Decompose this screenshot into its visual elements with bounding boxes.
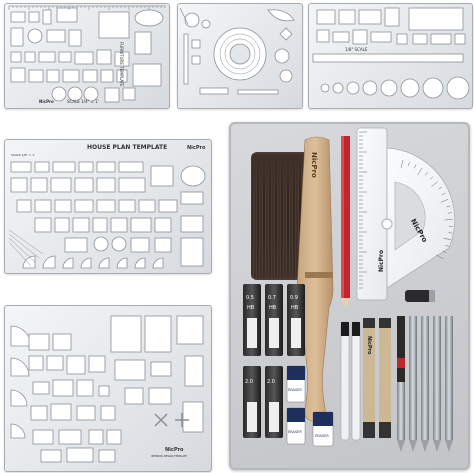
furniture-template: FURNITURE TEMPLATE SCALE 1/4" = 1' NicPr… bbox=[4, 3, 170, 109]
technical-pen-brand: NicPro bbox=[366, 336, 372, 355]
acrylic-ruler bbox=[356, 127, 388, 301]
circle-template bbox=[177, 3, 303, 109]
brush-ferrule bbox=[305, 272, 333, 278]
house-plan-brand: NicPro bbox=[187, 145, 206, 151]
lead-tube-2-size: 0.7 bbox=[268, 295, 276, 301]
lead-pointer bbox=[405, 290, 435, 302]
interior-design-template: NicPro INTERIOR DESIGN TEMPLATE bbox=[4, 305, 212, 472]
eraser-1-label: ERASER bbox=[288, 388, 302, 392]
fine-liner-pens bbox=[340, 321, 361, 441]
furniture-template-scale: SCALE 1/4" = 1' bbox=[67, 99, 99, 104]
lead-tube-1-size: 0.5 bbox=[246, 295, 254, 301]
red-pencil bbox=[341, 136, 350, 308]
furniture-template-cutouts bbox=[8, 5, 166, 103]
house-plan-template: HOUSE PLAN TEMPLATE NicPro SCALE 1/8" = … bbox=[4, 139, 212, 274]
erasers bbox=[286, 365, 334, 447]
lead-tube-2-grade: HB bbox=[269, 305, 277, 311]
lead-tube-4-size: 2.0 bbox=[245, 379, 253, 385]
lead-tubes-row-2 bbox=[243, 366, 283, 438]
circle-template-cutouts bbox=[179, 7, 295, 95]
mechanical-pencils bbox=[397, 316, 453, 452]
brush-bristles bbox=[251, 152, 309, 280]
lead-tube-3-grade: HB bbox=[291, 305, 299, 311]
interior-template-caption: INTERIOR DESIGN TEMPLATE bbox=[151, 455, 187, 458]
x-plus-symbols bbox=[154, 413, 189, 427]
lead-tube-1-grade: HB bbox=[247, 305, 255, 311]
brush-brand: NicPro bbox=[310, 152, 318, 178]
lead-pointer-cap bbox=[429, 290, 435, 302]
house-plan-template-cutouts bbox=[8, 161, 206, 269]
furniture-template-title: FURNITURE TEMPLATE bbox=[119, 42, 124, 87]
lead-tubes-row-1 bbox=[243, 284, 305, 356]
scale-label: 1/8" SCALE bbox=[345, 47, 368, 52]
house-plan-scale: SCALE 1/8" = 1' bbox=[11, 153, 35, 157]
eraser-2-label: ERASER bbox=[288, 430, 302, 434]
interior-template-brand: NicPro bbox=[165, 447, 184, 453]
lead-tube-5-size: 2.0 bbox=[267, 379, 275, 385]
technical-pens bbox=[363, 318, 391, 438]
drafting-kit-contents bbox=[243, 127, 456, 452]
drafting-kit-tray: NicPro NicPro NicPro 0.5 0.7 0.9 HB HB H… bbox=[229, 122, 470, 470]
lead-tube-3-size: 0.9 bbox=[290, 295, 298, 301]
eraser-3-label: ERASER bbox=[315, 434, 329, 438]
interior-template-cutouts bbox=[10, 315, 204, 463]
scale-circle-template: 1/8" SCALE bbox=[308, 3, 473, 109]
house-plan-title: HOUSE PLAN TEMPLATE bbox=[87, 144, 168, 151]
protractor bbox=[381, 147, 456, 289]
furniture-template-brand: NicPro bbox=[39, 99, 54, 104]
ruler-brand: NicPro bbox=[378, 249, 385, 272]
scale-circle-template-cutouts bbox=[312, 7, 470, 100]
